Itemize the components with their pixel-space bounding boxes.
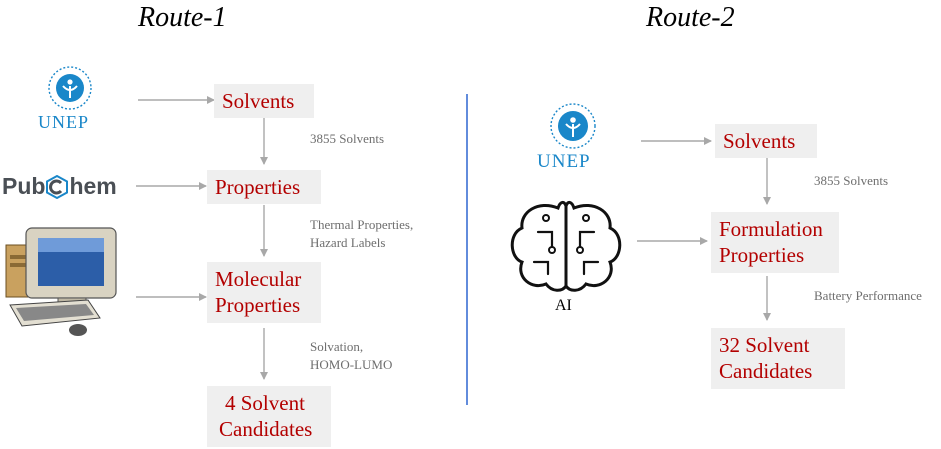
route1-molecular-line-2: Properties bbox=[215, 293, 301, 318]
pubchem-logo-text-a: Pub bbox=[2, 173, 46, 199]
route1-note-solvation-b: HOMO-LUMO bbox=[310, 357, 393, 372]
pubchem-logo-icon: Pub hem bbox=[2, 173, 117, 200]
route2-solvents-box: Solvents bbox=[715, 124, 817, 159]
route1-solvents-label: Solvents bbox=[222, 89, 295, 113]
route1-note-thermal-b: Hazard Labels bbox=[310, 235, 386, 250]
route2-formulation-properties-box: Formulation Properties bbox=[711, 212, 839, 273]
route1-properties-label: Properties bbox=[215, 175, 301, 199]
pubchem-hexagon-icon bbox=[46, 174, 69, 199]
unep-logo-text-2: UNEP bbox=[537, 151, 591, 172]
route1-note-thermal-a: Thermal Properties, bbox=[310, 217, 414, 232]
unep-logo-icon bbox=[550, 103, 596, 149]
route2-solvents-label: Solvents bbox=[723, 129, 796, 153]
route2-candidates-line-1: 32 Solvent bbox=[719, 333, 810, 357]
route1-candidates-line-1: 4 Solvent bbox=[225, 391, 305, 415]
route-1-title: Route-1 bbox=[138, 2, 227, 33]
pubchem-logo-text-b: hem bbox=[69, 173, 117, 199]
route1-note-solvent-count: 3855 Solvents bbox=[310, 131, 385, 146]
route-2-title: Route-2 bbox=[646, 2, 735, 33]
route2-note-solvent-count: 3855 Solvents bbox=[814, 173, 889, 188]
ai-label: AI bbox=[555, 297, 572, 314]
route1-candidates-box: 4 Solvent Candidates bbox=[207, 386, 331, 447]
route1-molecular-properties-box: Molecular Properties bbox=[207, 262, 321, 323]
unep-logo-icon bbox=[48, 66, 92, 110]
route2-candidates-box: 32 Solvent Candidates bbox=[711, 328, 845, 389]
route1-molecular-line-1: Molecular bbox=[215, 267, 302, 291]
route1-note-solvation-a: Solvation, bbox=[310, 339, 364, 354]
route2-candidates-line-2: Candidates bbox=[719, 359, 813, 384]
unep-logo-text-1: UNEP bbox=[38, 112, 90, 132]
route2-formulation-line-1: Formulation bbox=[719, 217, 823, 241]
ai-brain-icon bbox=[510, 200, 622, 292]
route2-formulation-line-2: Properties bbox=[719, 243, 805, 268]
route1-properties-box: Properties bbox=[207, 170, 321, 205]
route1-candidates-line-2: Candidates bbox=[219, 417, 313, 442]
route2-note-battery: Battery Performance bbox=[814, 288, 922, 303]
computer-icon bbox=[5, 227, 117, 336]
route1-solvents-box: Solvents bbox=[214, 84, 314, 119]
